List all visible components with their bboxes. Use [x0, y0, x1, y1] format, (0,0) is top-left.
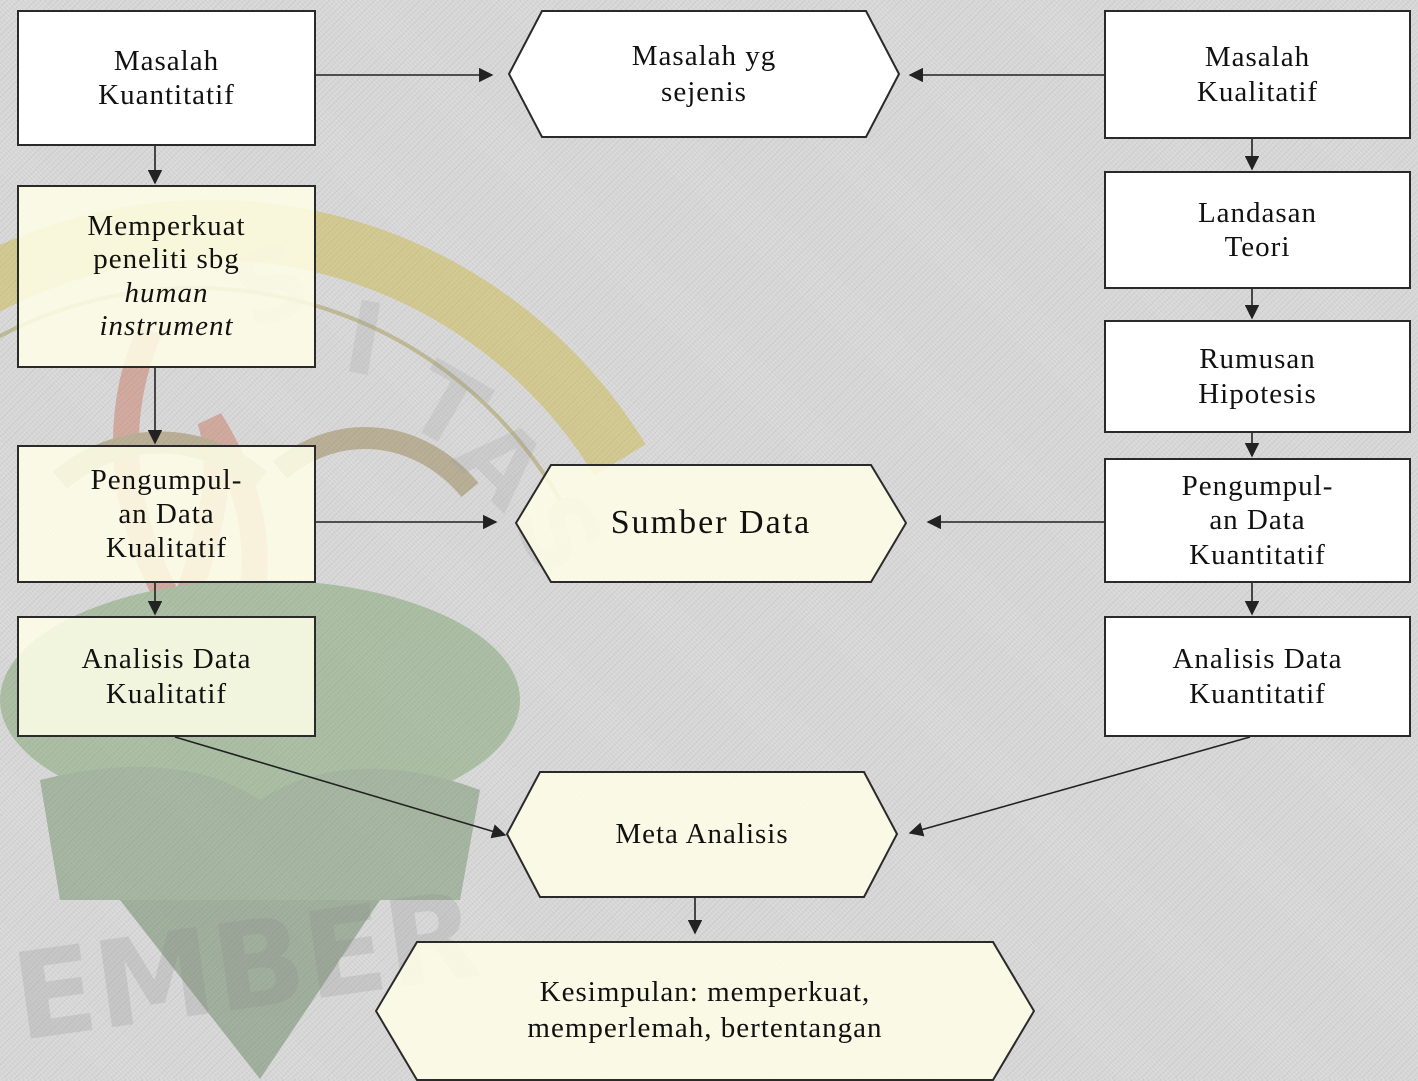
- arrow-analisis-right-to-meta: [908, 736, 1251, 837]
- node-kesimpulan: Kesimpulan: memperkuat, memperlemah, ber…: [375, 941, 1035, 1081]
- node-rumusan-hipotesis: Rumusan Hipotesis: [1104, 320, 1411, 433]
- node-masalah-kuantitatif-label: Masalah Kuantitatif: [98, 44, 235, 111]
- node-memperkuat-line4: instrument: [99, 309, 234, 342]
- node-memperkuat-line2: peneliti sbg: [93, 243, 240, 276]
- node-masalah-kualitatif-label: Masalah Kualitatif: [1196, 41, 1319, 108]
- hexagon-shape: [506, 771, 898, 898]
- node-masalah-kualitatif: Masalah Kualitatif: [1104, 10, 1411, 139]
- node-analisis-data-kuantitatif-label: Analisis Data Kuantitatif: [1172, 643, 1343, 710]
- hexagon-shape: [515, 464, 907, 583]
- node-analisis-data-kualitatif: Analisis Data Kualitatif: [17, 616, 316, 737]
- node-masalah-sejenis: Masalah yg sejenis: [508, 10, 900, 138]
- node-kesimpulan-label: Kesimpulan: memperkuat, memperlemah, ber…: [527, 975, 883, 1044]
- node-sumber-data-label: Sumber Data: [610, 504, 812, 542]
- node-pengumpulan-data-kuantitatif-label: Pengumpul- an Data Kuantitatif: [1181, 470, 1334, 571]
- node-meta-analisis: Meta Analisis: [506, 771, 898, 898]
- node-pengumpulan-data-kualitatif-label: Pengumpul- an Data Kualitatif: [90, 463, 243, 565]
- node-landasan-teori-label: Landasan Teori: [1197, 196, 1318, 263]
- node-rumusan-hipotesis-label: Rumusan Hipotesis: [1198, 343, 1317, 410]
- node-meta-analisis-label: Meta Analisis: [615, 818, 789, 851]
- node-analisis-data-kualitatif-label: Analisis Data Kualitatif: [81, 643, 252, 710]
- hexagon-shape: [508, 10, 900, 138]
- node-sumber-data: Sumber Data: [515, 464, 907, 583]
- node-pengumpulan-data-kualitatif: Pengumpul- an Data Kualitatif: [17, 445, 316, 583]
- node-memperkuat-peneliti: Memperkuat peneliti sbg human instrument: [17, 185, 316, 368]
- arrow-analisis-left-to-meta: [174, 736, 507, 839]
- node-memperkuat-line1: Memperkuat: [87, 210, 246, 243]
- node-masalah-kuantitatif: Masalah Kuantitatif: [17, 10, 316, 146]
- node-analisis-data-kuantitatif: Analisis Data Kuantitatif: [1104, 616, 1411, 737]
- node-pengumpulan-data-kuantitatif: Pengumpul- an Data Kuantitatif: [1104, 458, 1411, 583]
- node-memperkuat-line3: human: [124, 276, 209, 309]
- node-masalah-sejenis-label: Masalah yg sejenis: [631, 39, 777, 108]
- node-landasan-teori: Landasan Teori: [1104, 171, 1411, 289]
